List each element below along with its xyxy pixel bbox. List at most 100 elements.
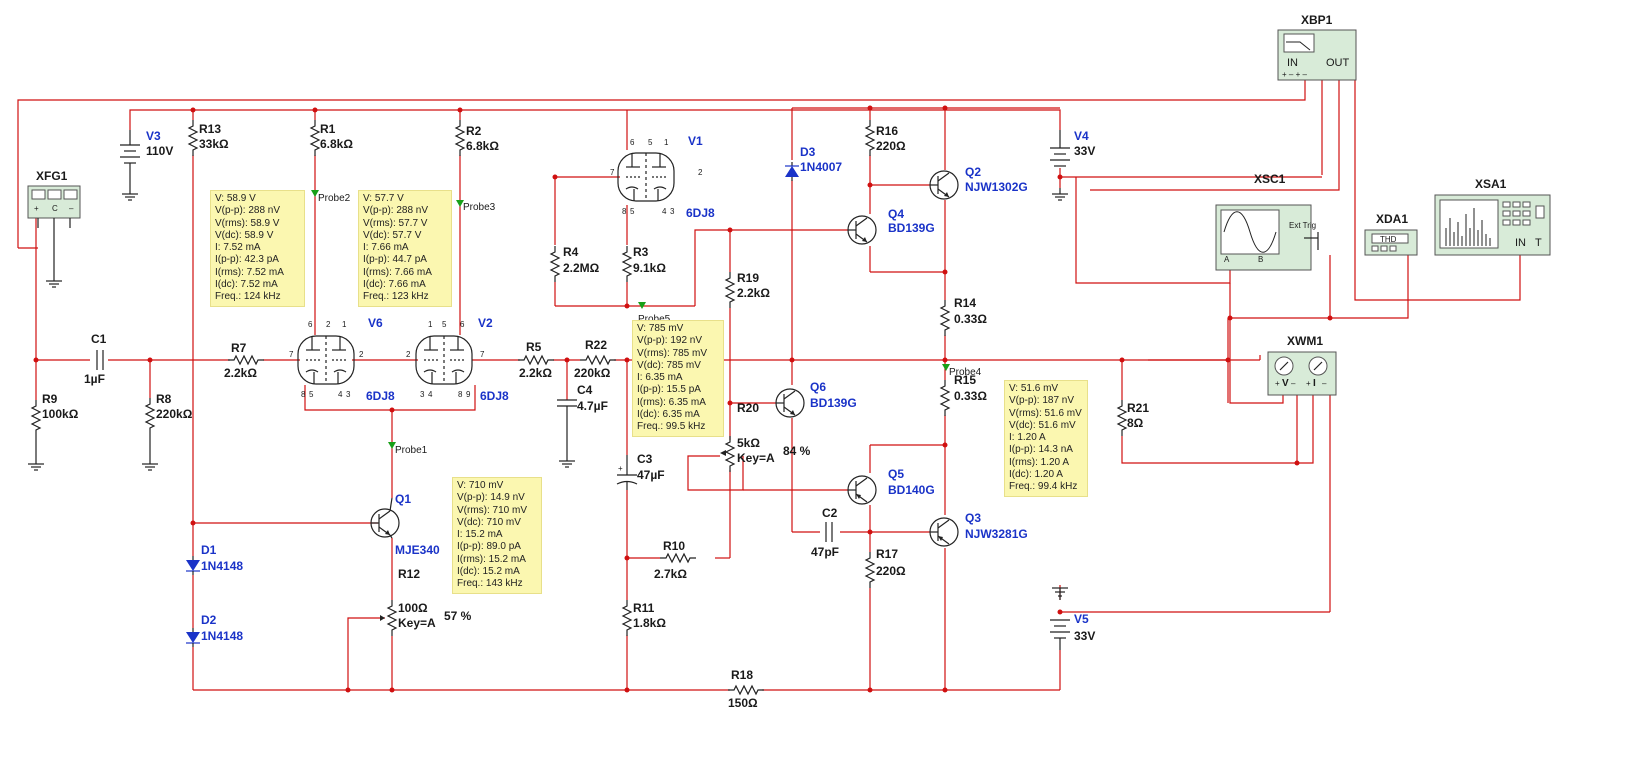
v2-name: V2 bbox=[478, 316, 493, 330]
xda1-mode-label: THD bbox=[1380, 235, 1397, 244]
oscilloscope-xsc1[interactable]: XSC1 Ext Trig A B bbox=[1215, 172, 1319, 271]
v6-pin4: 4 bbox=[338, 390, 343, 399]
c1-name: C1 bbox=[91, 332, 107, 346]
diode-d2[interactable]: D2 1N4148 bbox=[185, 613, 243, 648]
svg-text:–: – bbox=[1291, 379, 1296, 388]
probe1-label: Probe1 bbox=[395, 445, 428, 456]
c3-name: C3 bbox=[637, 452, 653, 466]
r18-name: R18 bbox=[731, 668, 753, 682]
c2-name: C2 bbox=[822, 506, 838, 520]
resistor-r18[interactable]: R18 150Ω bbox=[727, 668, 765, 710]
transistor-q6[interactable]: Q6 BD139G bbox=[775, 380, 857, 418]
tube-v6[interactable]: 6 2 1 7 2 8 5 4 3 V6 6DJ8 bbox=[289, 316, 395, 403]
d1-name: D1 bbox=[201, 543, 217, 557]
r17-value: 220Ω bbox=[876, 564, 906, 578]
v1-pin6: 6 bbox=[630, 138, 635, 147]
r5-name: R5 bbox=[526, 340, 542, 354]
potentiometer-r20[interactable]: R20 5kΩ Key=A 84 % bbox=[720, 401, 811, 473]
resistor-r10[interactable]: R10 2.7kΩ bbox=[654, 539, 697, 581]
resistor-r1[interactable]: R1 6.8kΩ bbox=[310, 119, 353, 157]
r12-key: Key=A bbox=[398, 616, 436, 630]
resistor-r9[interactable]: R9 100kΩ bbox=[27, 392, 79, 471]
r10-value: 2.7kΩ bbox=[654, 567, 687, 581]
probe5-label: Probe5 bbox=[638, 314, 671, 325]
resistor-r3[interactable]: R3 9.1kΩ bbox=[622, 245, 666, 283]
r4-name: R4 bbox=[563, 245, 579, 259]
tube-v1[interactable]: 6 5 1 7 2 8 5 4 3 V1 6DJ8 bbox=[610, 134, 715, 220]
r8-name: R8 bbox=[156, 392, 172, 406]
v4-value: 33V bbox=[1074, 144, 1095, 158]
svg-text:C: C bbox=[52, 204, 58, 213]
resistor-r5[interactable]: R5 2.2kΩ bbox=[517, 340, 555, 380]
v1-pin5: 5 bbox=[648, 138, 653, 147]
resistor-r13[interactable]: R13 33kΩ bbox=[188, 119, 229, 157]
d3-name: D3 bbox=[800, 145, 816, 159]
xbp1-out-label: OUT bbox=[1326, 57, 1350, 69]
svg-text:+ – + –: + – + – bbox=[1282, 70, 1307, 79]
xsa1-in-label: IN bbox=[1515, 237, 1526, 249]
resistor-r16[interactable]: R16 220Ω bbox=[865, 119, 906, 157]
q4-name: Q4 bbox=[888, 207, 904, 221]
xda1-label: XDA1 bbox=[1376, 212, 1408, 226]
wattmeter-xwm1[interactable]: XWM1 + V – + I – bbox=[1267, 334, 1337, 396]
transistor-q5[interactable]: Q5 BD140G bbox=[847, 467, 935, 505]
svg-text:+: + bbox=[618, 464, 623, 473]
diode-d1[interactable]: D1 1N4148 bbox=[185, 543, 243, 576]
voltage-source-v5[interactable]: V5 33V bbox=[1050, 587, 1095, 650]
svg-text:+: + bbox=[34, 204, 39, 213]
tube-v2[interactable]: 1 5 6 2 7 3 4 8 9 V2 6DJ8 bbox=[406, 316, 509, 403]
resistor-r22[interactable]: R22 220kΩ bbox=[574, 338, 617, 380]
r20-value: 5kΩ bbox=[737, 436, 760, 450]
capacitor-c1[interactable]: C1 1µF bbox=[84, 332, 107, 386]
resistor-r11[interactable]: R11 1.8kΩ bbox=[622, 599, 666, 637]
xsc1-ext-trig-label: Ext Trig bbox=[1289, 221, 1316, 230]
q1-part: MJE340 bbox=[395, 543, 440, 557]
capacitor-c2[interactable]: C2 47pF bbox=[811, 506, 839, 559]
r16-value: 220Ω bbox=[876, 139, 906, 153]
transistor-q3[interactable]: Q3 NJW3281G bbox=[929, 511, 1028, 547]
voltage-source-v4[interactable]: V4 33V bbox=[1050, 129, 1095, 201]
d2-part: 1N4148 bbox=[201, 629, 243, 643]
resistor-r19[interactable]: R19 2.2kΩ bbox=[725, 271, 770, 309]
transistor-q1[interactable]: Q1 MJE340 bbox=[370, 492, 440, 557]
q4-part: BD139G bbox=[888, 221, 935, 235]
r14-value: 0.33Ω bbox=[954, 312, 987, 326]
distortion-analyzer-xda1[interactable]: XDA1 THD bbox=[1364, 212, 1418, 256]
v1-pin1: 1 bbox=[664, 138, 669, 147]
resistor-r17[interactable]: R17 220Ω bbox=[865, 547, 906, 589]
resistor-r2[interactable]: R2 6.8kΩ bbox=[455, 119, 499, 157]
diode-d3[interactable]: D3 1N4007 bbox=[784, 145, 842, 182]
resistor-r4[interactable]: R4 2.2MΩ bbox=[550, 245, 600, 283]
v1-pin3: 3 bbox=[670, 207, 675, 216]
v2-pin8: 8 bbox=[458, 390, 463, 399]
resistor-r7[interactable]: R7 2.2kΩ bbox=[224, 341, 265, 380]
q3-part: NJW3281G bbox=[965, 527, 1028, 541]
resistor-r8[interactable]: R8 220kΩ bbox=[141, 392, 193, 471]
q6-part: BD139G bbox=[810, 396, 857, 410]
function-generator-xfg1[interactable]: XFG1 +C– bbox=[27, 169, 81, 288]
v2-pin1: 1 bbox=[428, 320, 433, 329]
voltage-source-v3[interactable]: V3 110V bbox=[120, 129, 173, 201]
bode-plotter-xbp1[interactable]: XBP1 IN OUT + – + – bbox=[1277, 13, 1357, 81]
spectrum-analyzer-xsa1[interactable]: XSA1 IN T bbox=[1434, 177, 1551, 256]
d1-part: 1N4148 bbox=[201, 559, 243, 573]
v6-pin1: 1 bbox=[342, 320, 347, 329]
svg-text:–: – bbox=[69, 204, 74, 213]
v1-pin4: 4 bbox=[662, 207, 667, 216]
v1-name: V1 bbox=[688, 134, 703, 148]
v6-pin8: 8 bbox=[301, 390, 306, 399]
transistor-q4[interactable]: Q4 BD139G bbox=[847, 207, 935, 245]
transistor-q2[interactable]: Q2 NJW1302G bbox=[929, 165, 1028, 200]
q5-part: BD140G bbox=[888, 483, 935, 497]
capacitor-c3[interactable]: + C3 47µF bbox=[616, 452, 665, 490]
q2-part: NJW1302G bbox=[965, 180, 1028, 194]
v6-tube: 6DJ8 bbox=[366, 389, 395, 403]
resistor-r15[interactable]: R15 0.33Ω bbox=[940, 373, 987, 417]
resistor-r21[interactable]: R21 8Ω bbox=[1117, 399, 1149, 437]
capacitor-c4[interactable]: C4 4.7µF bbox=[557, 383, 608, 468]
resistor-r14[interactable]: R14 0.33Ω bbox=[940, 296, 987, 337]
xwm1-i-label: I bbox=[1313, 378, 1316, 389]
potentiometer-r12[interactable]: R12 100Ω Key=A 57 % bbox=[380, 567, 472, 637]
